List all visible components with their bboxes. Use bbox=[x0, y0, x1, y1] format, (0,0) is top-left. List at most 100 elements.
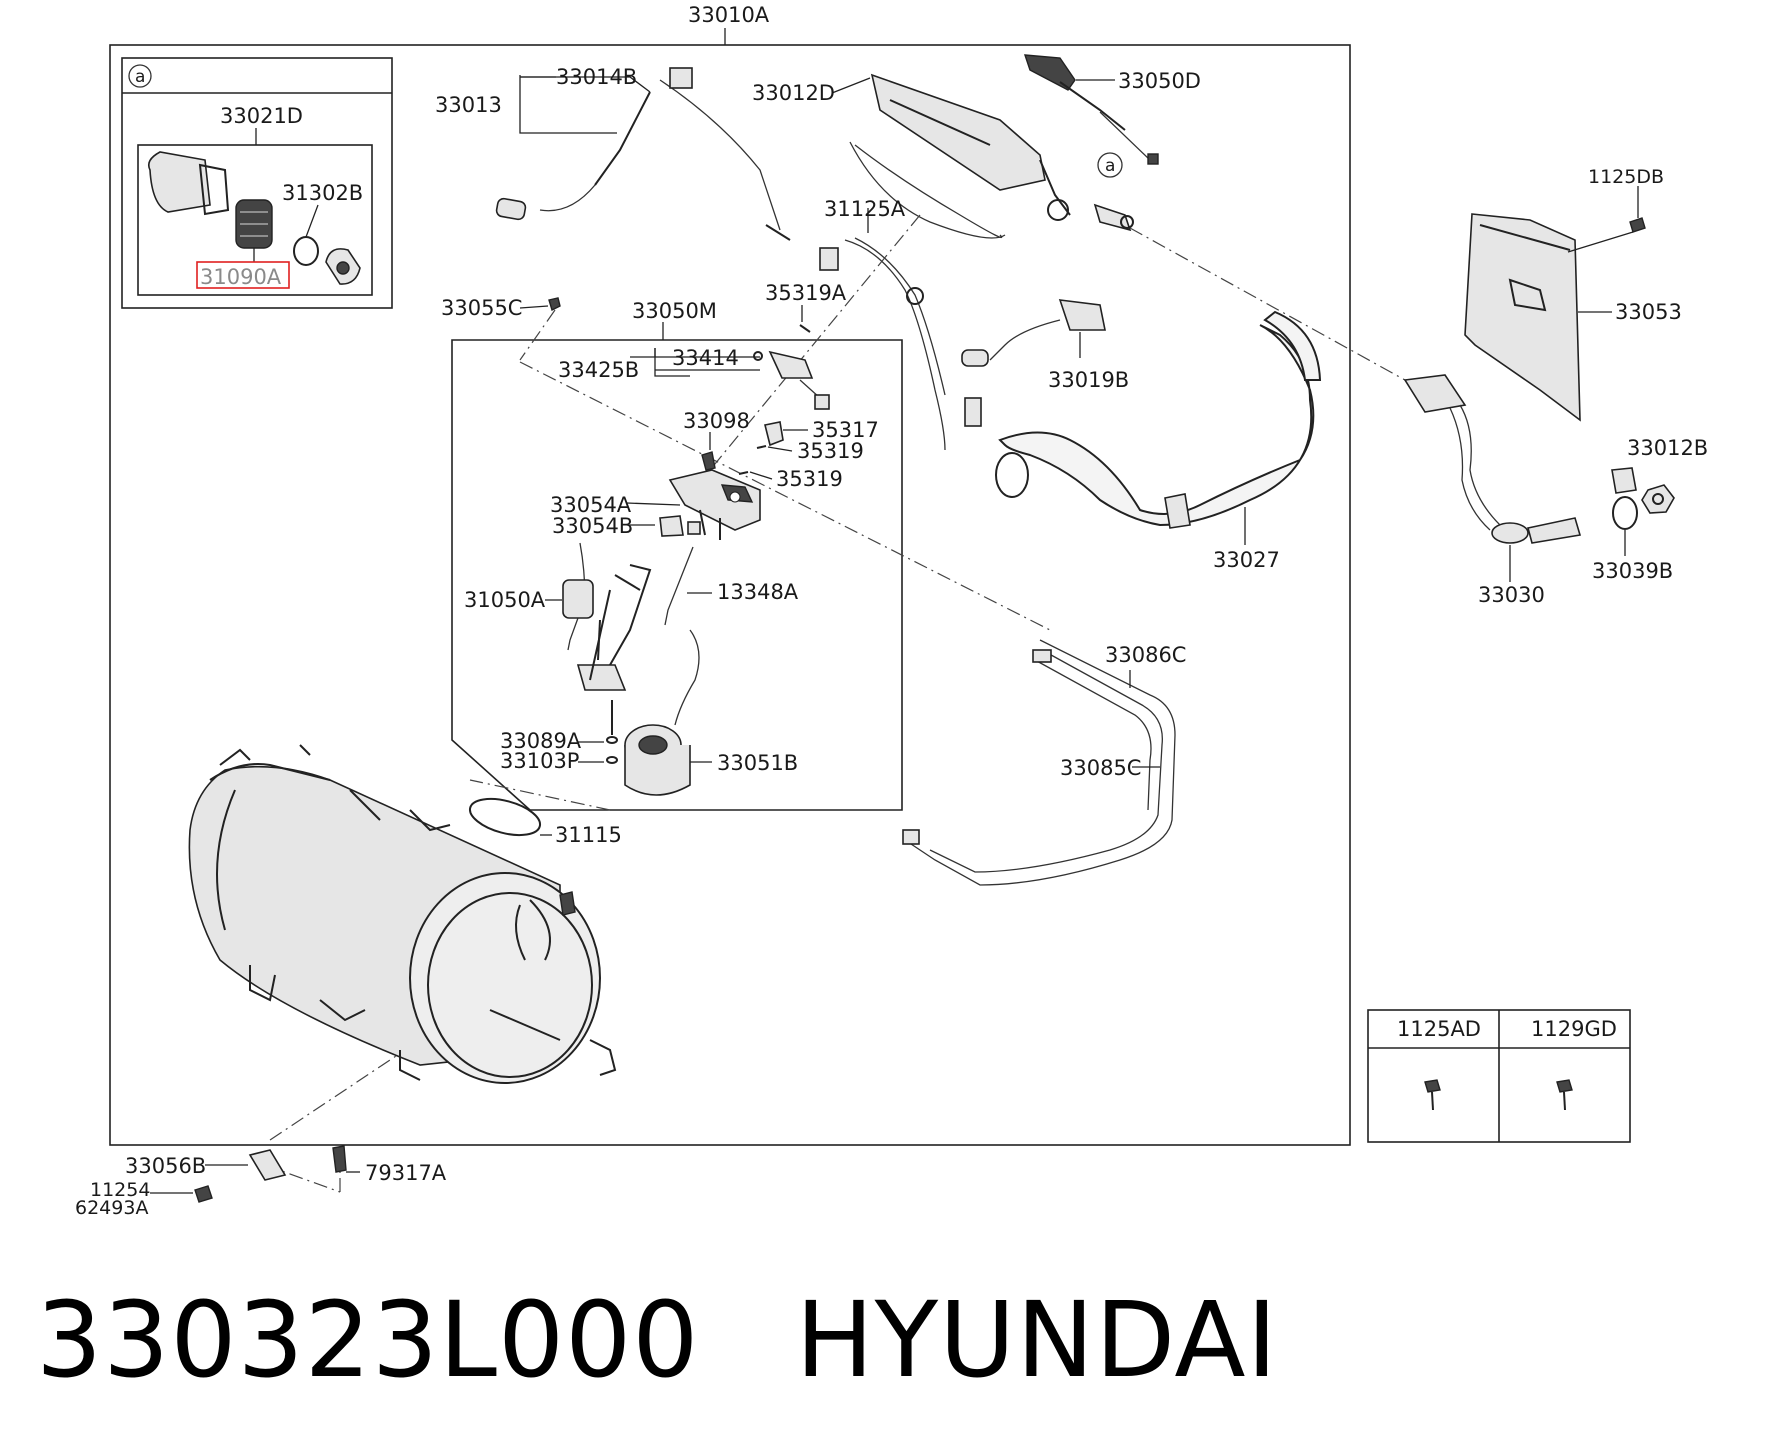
sender-float-part bbox=[495, 197, 527, 221]
callout-circle-inset bbox=[128, 64, 152, 88]
label-35319A: 35319A bbox=[765, 281, 847, 305]
vent-hose-parts bbox=[819, 208, 982, 451]
label-33030: 33030 bbox=[1478, 583, 1545, 607]
pump-module-parts bbox=[519, 297, 830, 796]
label-33103P: 33103P bbox=[500, 749, 579, 773]
label-13348A: 13348A bbox=[717, 580, 799, 604]
label-1125AD: 1125AD bbox=[1397, 1017, 1481, 1041]
bracket-33056B-part bbox=[248, 1149, 287, 1181]
bolt-79317A-part bbox=[332, 1145, 347, 1173]
label-33051B: 33051B bbox=[717, 751, 798, 775]
label-79317A: 79317A bbox=[365, 1161, 447, 1185]
vent-hose-part bbox=[844, 239, 946, 451]
label-31125A: 31125A bbox=[824, 197, 906, 221]
label-33054B: 33054B bbox=[552, 514, 633, 538]
label-33055C: 33055C bbox=[441, 296, 522, 320]
outlet-filter-part bbox=[1403, 374, 1467, 413]
label-33053: 33053 bbox=[1615, 300, 1682, 324]
frames bbox=[109, 28, 1631, 1146]
main-assembly-frame bbox=[109, 44, 1351, 1146]
hose-clamp-part bbox=[1164, 493, 1191, 529]
filler-hose-parts bbox=[995, 310, 1322, 545]
filter-31050A-part bbox=[562, 579, 594, 619]
part-labels: 33010A 33021D 31302B 31090A 33013 33014B… bbox=[75, 3, 1708, 1219]
label-35317: 35317 bbox=[812, 418, 879, 442]
bolt-1125DB-part bbox=[1629, 217, 1646, 233]
heat-shield-parts bbox=[1464, 186, 1646, 422]
label-11254: 11254 bbox=[90, 1179, 150, 1201]
label-33086C: 33086C bbox=[1105, 643, 1186, 667]
label-62493A: 62493A bbox=[75, 1197, 148, 1219]
fuel-tank-part bbox=[188, 744, 617, 1084]
bolts-table-icons bbox=[1424, 1079, 1573, 1111]
inset-a-inner-frame bbox=[137, 144, 373, 296]
label-31302B: 31302B bbox=[282, 181, 363, 205]
label-33012D: 33012D bbox=[752, 81, 835, 105]
fitting-33054B-part bbox=[659, 515, 684, 537]
label-31115: 31115 bbox=[555, 823, 622, 847]
wire-33086C-part bbox=[904, 639, 1176, 886]
filter-housing-part bbox=[147, 151, 211, 213]
vent-valve-body-part bbox=[870, 73, 1046, 191]
check-valve-part bbox=[1058, 299, 1106, 331]
label-33014B: 33014B bbox=[556, 65, 637, 89]
part-number-text: 330323L000 bbox=[36, 1279, 700, 1401]
pump-bracket-part bbox=[609, 564, 652, 666]
label-35319-lower: 35319 bbox=[776, 467, 843, 491]
sender-arm-part bbox=[594, 91, 651, 186]
inset-a-parts: a bbox=[128, 64, 361, 289]
bolt-1129GD-icon bbox=[1556, 1079, 1573, 1093]
fuel-sender-parts bbox=[495, 67, 791, 241]
label-1129GD: 1129GD bbox=[1531, 1017, 1617, 1041]
mount-bracket-parts bbox=[150, 1145, 360, 1203]
callout-a-sender: a bbox=[1105, 156, 1115, 176]
wire-13348A-part bbox=[664, 546, 694, 626]
brand-name-text: HYUNDAI bbox=[795, 1279, 1279, 1401]
callout-a-inset: a bbox=[135, 67, 145, 87]
label-33013: 33013 bbox=[435, 93, 502, 117]
label-33027: 33027 bbox=[1213, 548, 1280, 572]
label-33089A: 33089A bbox=[500, 729, 582, 753]
label-33010A: 33010A bbox=[688, 3, 770, 27]
gauge-sender-parts bbox=[1023, 54, 1159, 165]
check-valve-parts bbox=[961, 299, 1106, 367]
bolt-11254-part bbox=[194, 1185, 213, 1203]
label-1125DB: 1125DB bbox=[1588, 166, 1664, 188]
label-33425B: 33425B bbox=[558, 358, 639, 382]
gauge-sender-body bbox=[1023, 54, 1076, 91]
connector-a-parts: a bbox=[1093, 152, 1406, 381]
clip-33098-part bbox=[701, 451, 716, 471]
pump-flange-part bbox=[668, 469, 761, 531]
label-33098: 33098 bbox=[683, 409, 750, 433]
label-31050A: 31050A bbox=[464, 588, 546, 612]
highlight-box-31090A bbox=[196, 261, 290, 289]
label-33050M: 33050M bbox=[632, 299, 717, 323]
inset-a-frame bbox=[121, 57, 393, 309]
label-33019B: 33019B bbox=[1048, 368, 1129, 392]
screw-33055C-part bbox=[548, 297, 561, 311]
label-31090A: 31090A bbox=[200, 265, 282, 289]
heat-shield-part bbox=[1464, 213, 1581, 422]
label-33056B: 33056B bbox=[125, 1154, 206, 1178]
label-33085C: 33085C bbox=[1060, 756, 1141, 780]
label-33039B: 33039B bbox=[1592, 559, 1673, 583]
exploded-parts-diagram: a bbox=[75, 3, 1708, 1219]
bracket-33425B-part bbox=[768, 350, 814, 379]
label-33021D: 33021D bbox=[220, 104, 303, 128]
bolt-1125AD-icon bbox=[1424, 1079, 1441, 1093]
outlet-union-part bbox=[1527, 517, 1582, 544]
outlet-line-parts bbox=[1403, 374, 1675, 582]
pump-module-frame bbox=[451, 339, 903, 811]
label-35319-upper: 35319 bbox=[797, 439, 864, 463]
vent-valve-parts bbox=[831, 73, 1071, 239]
label-33414: 33414 bbox=[672, 346, 739, 370]
label-33054A: 33054A bbox=[550, 493, 632, 517]
part-number-footer: 330323L000 HYUNDAI bbox=[36, 1270, 1278, 1410]
label-33050D: 33050D bbox=[1118, 69, 1201, 93]
fitting-35317-part bbox=[764, 421, 784, 447]
filler-hose-part bbox=[998, 324, 1315, 527]
fuel-tank-end-cap bbox=[409, 872, 601, 1084]
callout-circle-sender bbox=[1097, 152, 1123, 178]
label-33012B: 33012B bbox=[1627, 436, 1708, 460]
